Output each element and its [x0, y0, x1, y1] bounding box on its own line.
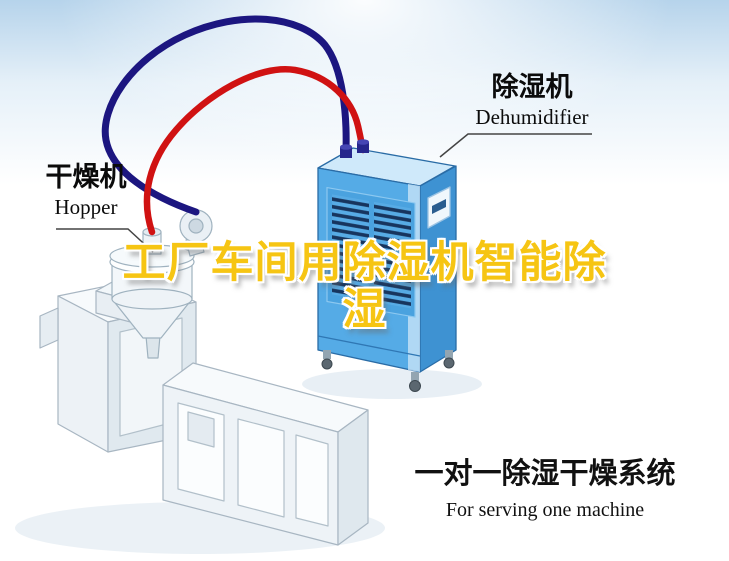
page-title: 工厂车间用除湿机智能除 湿: [0, 239, 729, 335]
vent-grille-left: [332, 194, 369, 301]
page-title-line2: 湿: [342, 286, 387, 335]
machine-nozzle: [39, 307, 59, 349]
hopper-label-cn: 干燥机: [45, 162, 127, 192]
machine-panel-1-inner: [187, 411, 215, 448]
dehumidifier-label-cn: 除湿机: [491, 72, 573, 102]
dehumidifier-label-en: Dehumidifier: [475, 105, 589, 130]
system-caption-cn: 一对一除湿干燥系统: [414, 458, 676, 490]
page-title-line1: 工厂车间用除湿机智能除: [122, 239, 607, 287]
system-caption: 一对一除湿干燥系统 For serving one machine: [382, 450, 708, 522]
machine-panel-3: [295, 434, 329, 527]
hopper-outlet-tube: [145, 335, 161, 359]
dehumidifier-pointer-line: [439, 133, 592, 158]
hose-red: [143, 66, 367, 236]
vent-grille-right: [374, 201, 411, 309]
system-caption-en: For serving one machine: [445, 499, 645, 521]
dehumidifier-unit: [317, 147, 457, 392]
dehumidifier-label: 除湿机 Dehumidifier: [447, 72, 617, 129]
cabinet-bottom-seam: [317, 335, 421, 357]
side-control-screen: [432, 199, 446, 214]
hose-fittings: [340, 139, 369, 158]
dehumidifier-shadow: [302, 369, 482, 399]
machine-panel-2: [237, 418, 285, 518]
machine-right-side: [337, 409, 369, 546]
hose-blue: [101, 15, 350, 216]
caster-wheels: [321, 350, 455, 392]
hopper-pointer-line: [56, 228, 154, 253]
hopper-assembly: [109, 209, 213, 359]
hopper-label: 干燥机 Hopper: [24, 162, 148, 219]
cabinet-vent-panel: [326, 186, 416, 318]
blower-hub: [188, 218, 204, 234]
hopper-label-en: Hopper: [54, 195, 118, 220]
